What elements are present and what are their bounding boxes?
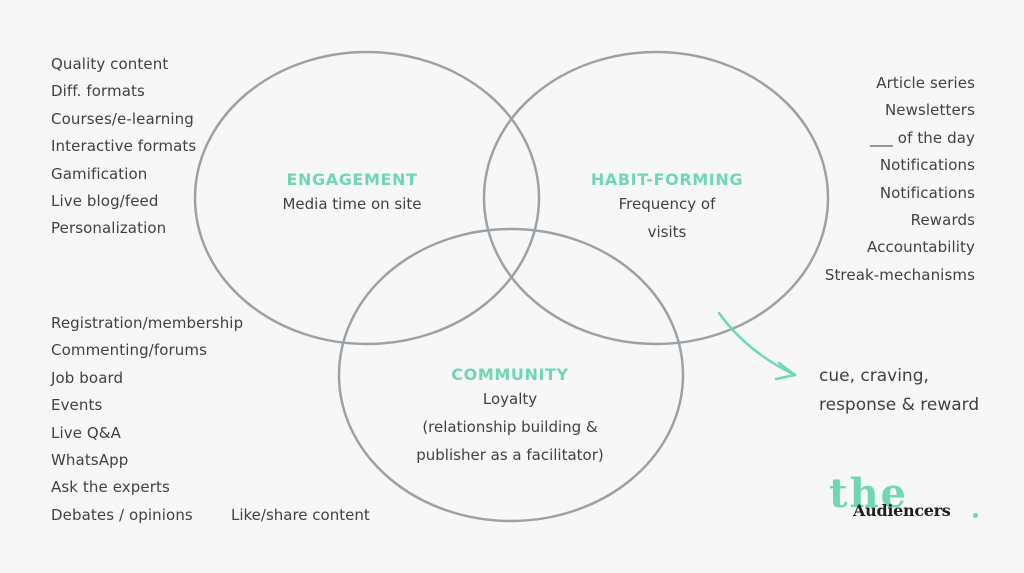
habit-forming-subtitle: Frequency of visits [618, 195, 716, 241]
list-item: Personalization [51, 219, 167, 238]
community-circle [337, 227, 685, 523]
list-item: Live blog/feed [51, 192, 159, 211]
logo-prefix: the [829, 470, 909, 517]
arrow-note-line-1: cue, craving, [819, 366, 929, 386]
engagement-tactics-list: Quality content Diff. formats Courses/e-… [51, 51, 196, 243]
list-item: Job board [51, 368, 124, 387]
community-tactics-list: Registration/membership Commenting/forum… [51, 310, 243, 529]
list-item: Diff. formats [51, 82, 145, 101]
engagement-subtitle: Media time on site [282, 195, 422, 213]
community-label-group: COMMUNITY Loyalty (relationship building… [416, 365, 603, 469]
arrow-note-line-2: response & reward [819, 395, 980, 415]
list-item: Streak-mechanisms [824, 265, 975, 284]
list-item: Notifications [879, 183, 975, 202]
arrow-note: cue, craving, response & reward [819, 362, 979, 420]
habit-forming-label-group: HABIT-FORMING Frequency of visits [591, 170, 743, 246]
arrow-icon [717, 311, 797, 381]
community-subtitle-1: Loyalty [482, 390, 538, 408]
list-item: Rewards [910, 211, 975, 230]
habit-forming-circle [482, 50, 830, 346]
list-item: Ask the experts [51, 478, 170, 497]
list-item: Debates / opinions [51, 505, 193, 524]
list-item: Registration/membership [51, 314, 244, 332]
list-item: Events [51, 396, 103, 415]
list-item: Notifications [879, 156, 975, 175]
community-subtitle-3: publisher as a facilitator) [416, 446, 604, 464]
list-item: Courses/e-learning [51, 109, 194, 128]
list-item: Live Q&A [51, 423, 121, 442]
community-title: COMMUNITY [451, 365, 569, 384]
list-item: Commenting/forums [51, 341, 207, 360]
engagement-circle [193, 50, 541, 346]
habit-forming-title: HABIT-FORMING [590, 170, 744, 189]
engagement-title: ENGAGEMENT [286, 170, 418, 189]
community-subtitle-2: (relationship building & [422, 418, 598, 436]
list-item: Accountability [867, 238, 975, 257]
engagement-label-group: ENGAGEMENT Media time on site [282, 170, 421, 218]
logo: the Audiencers [829, 470, 989, 526]
list-item: WhatsApp [51, 451, 129, 470]
list-item: Newsletters [884, 101, 975, 120]
like-share-item: Like/share content [231, 506, 370, 524]
habit-tactics-list: Article series Newsletters ___ of the da… [825, 70, 975, 289]
list-item: Interactive formats [51, 137, 197, 156]
list-item: ___ of the day [870, 128, 975, 147]
list-item: Article series [876, 74, 975, 92]
list-item: Quality content [51, 55, 169, 73]
logo-name: Audiencers [853, 501, 951, 520]
logo-dot-icon [973, 513, 978, 518]
list-item: Gamification [51, 164, 148, 183]
